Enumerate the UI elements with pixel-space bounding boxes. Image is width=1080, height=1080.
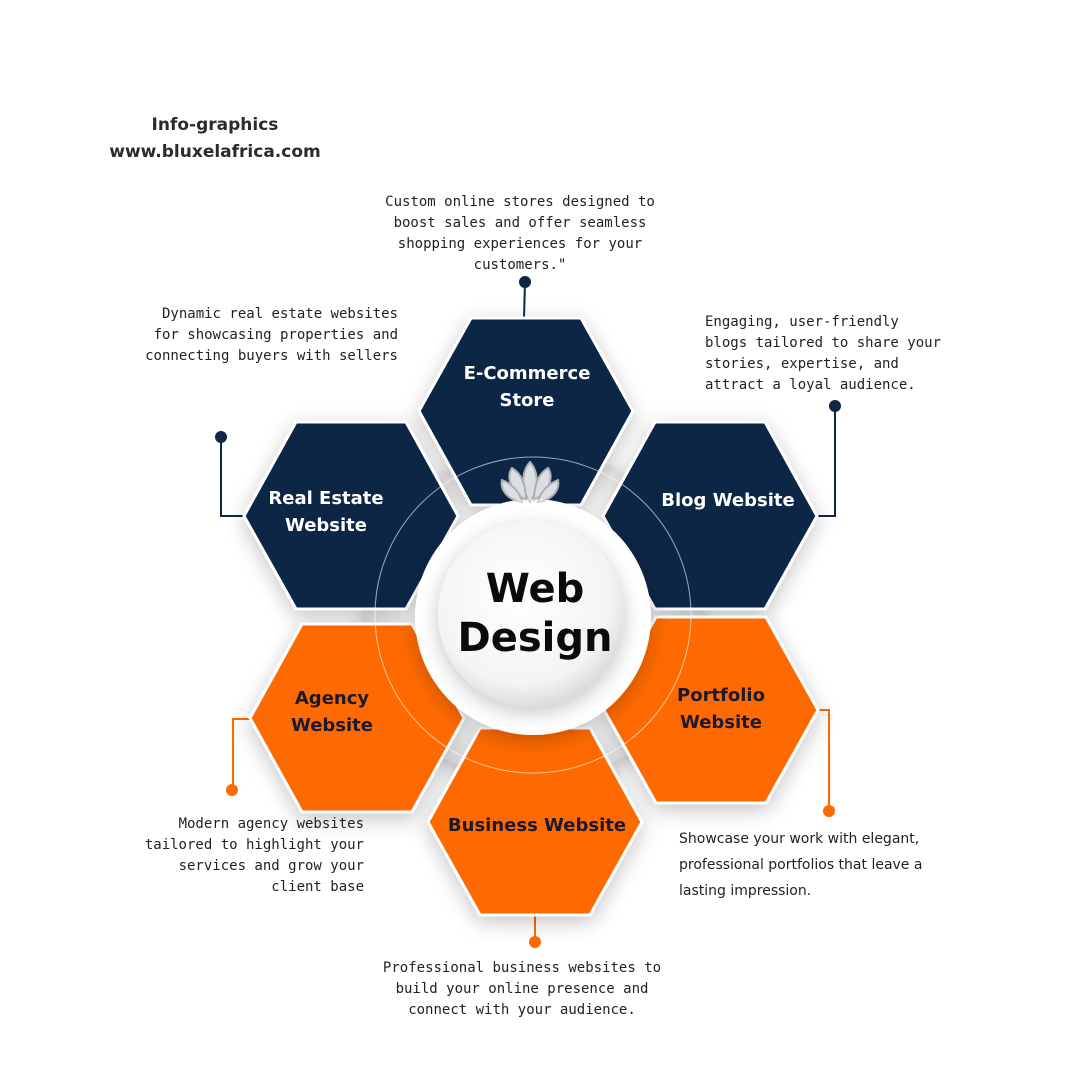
hex-real-estate-label-2: Website bbox=[285, 515, 367, 536]
center-circle bbox=[438, 521, 624, 707]
hex-real-estate-label-1: Real Estate bbox=[268, 488, 383, 509]
hex-ecommerce-label-1: E-Commerce bbox=[464, 363, 591, 384]
hex-portfolio[interactable] bbox=[602, 615, 820, 805]
hex-blog-label: Blog Website bbox=[661, 490, 794, 511]
hex-agency[interactable] bbox=[248, 622, 466, 814]
connector-blog bbox=[817, 400, 841, 517]
hex-ecommerce[interactable] bbox=[417, 316, 635, 507]
desc-blog: Engaging, user-friendly blogs tailored t… bbox=[705, 314, 942, 393]
hex-agency-label-2: Website bbox=[291, 715, 373, 736]
center-title-line1: Web bbox=[486, 566, 584, 612]
hex-blog[interactable] bbox=[601, 420, 819, 611]
infographic-title: Info-graphics bbox=[151, 115, 279, 135]
connector-ecommerce bbox=[519, 276, 531, 319]
connector-real-estate bbox=[215, 431, 244, 517]
connectors bbox=[215, 276, 841, 948]
website-url: www.bluxelafrica.com bbox=[109, 142, 321, 162]
desc-portfolio: Showcase your work with elegant, profess… bbox=[679, 831, 923, 899]
hex-business[interactable] bbox=[426, 726, 644, 917]
hexagons bbox=[242, 316, 820, 917]
center-title-line2: Design bbox=[458, 615, 613, 661]
connector-business bbox=[529, 912, 541, 948]
desc-real-estate: Dynamic real estate websites for showcas… bbox=[145, 306, 398, 364]
hex-ecommerce-label-2: Store bbox=[499, 390, 554, 411]
hex-portfolio-label-1: Portfolio bbox=[677, 685, 765, 706]
desc-ecommerce: Custom online stores designed to boost s… bbox=[385, 194, 655, 273]
lotus-icon bbox=[500, 460, 560, 504]
header: Info-graphics www.bluxelafrica.com bbox=[95, 112, 335, 166]
connector-portfolio bbox=[818, 709, 835, 817]
desc-business: Professional business websites to build … bbox=[382, 960, 662, 1018]
hex-portfolio-label-2: Website bbox=[680, 712, 762, 733]
desc-agency: Modern agency websites tailored to highl… bbox=[144, 816, 364, 895]
hex-agency-label-1: Agency bbox=[295, 688, 370, 709]
hex-real-estate[interactable] bbox=[242, 420, 460, 611]
connector-agency bbox=[226, 718, 250, 796]
hex-business-label: Business Website bbox=[448, 815, 626, 836]
